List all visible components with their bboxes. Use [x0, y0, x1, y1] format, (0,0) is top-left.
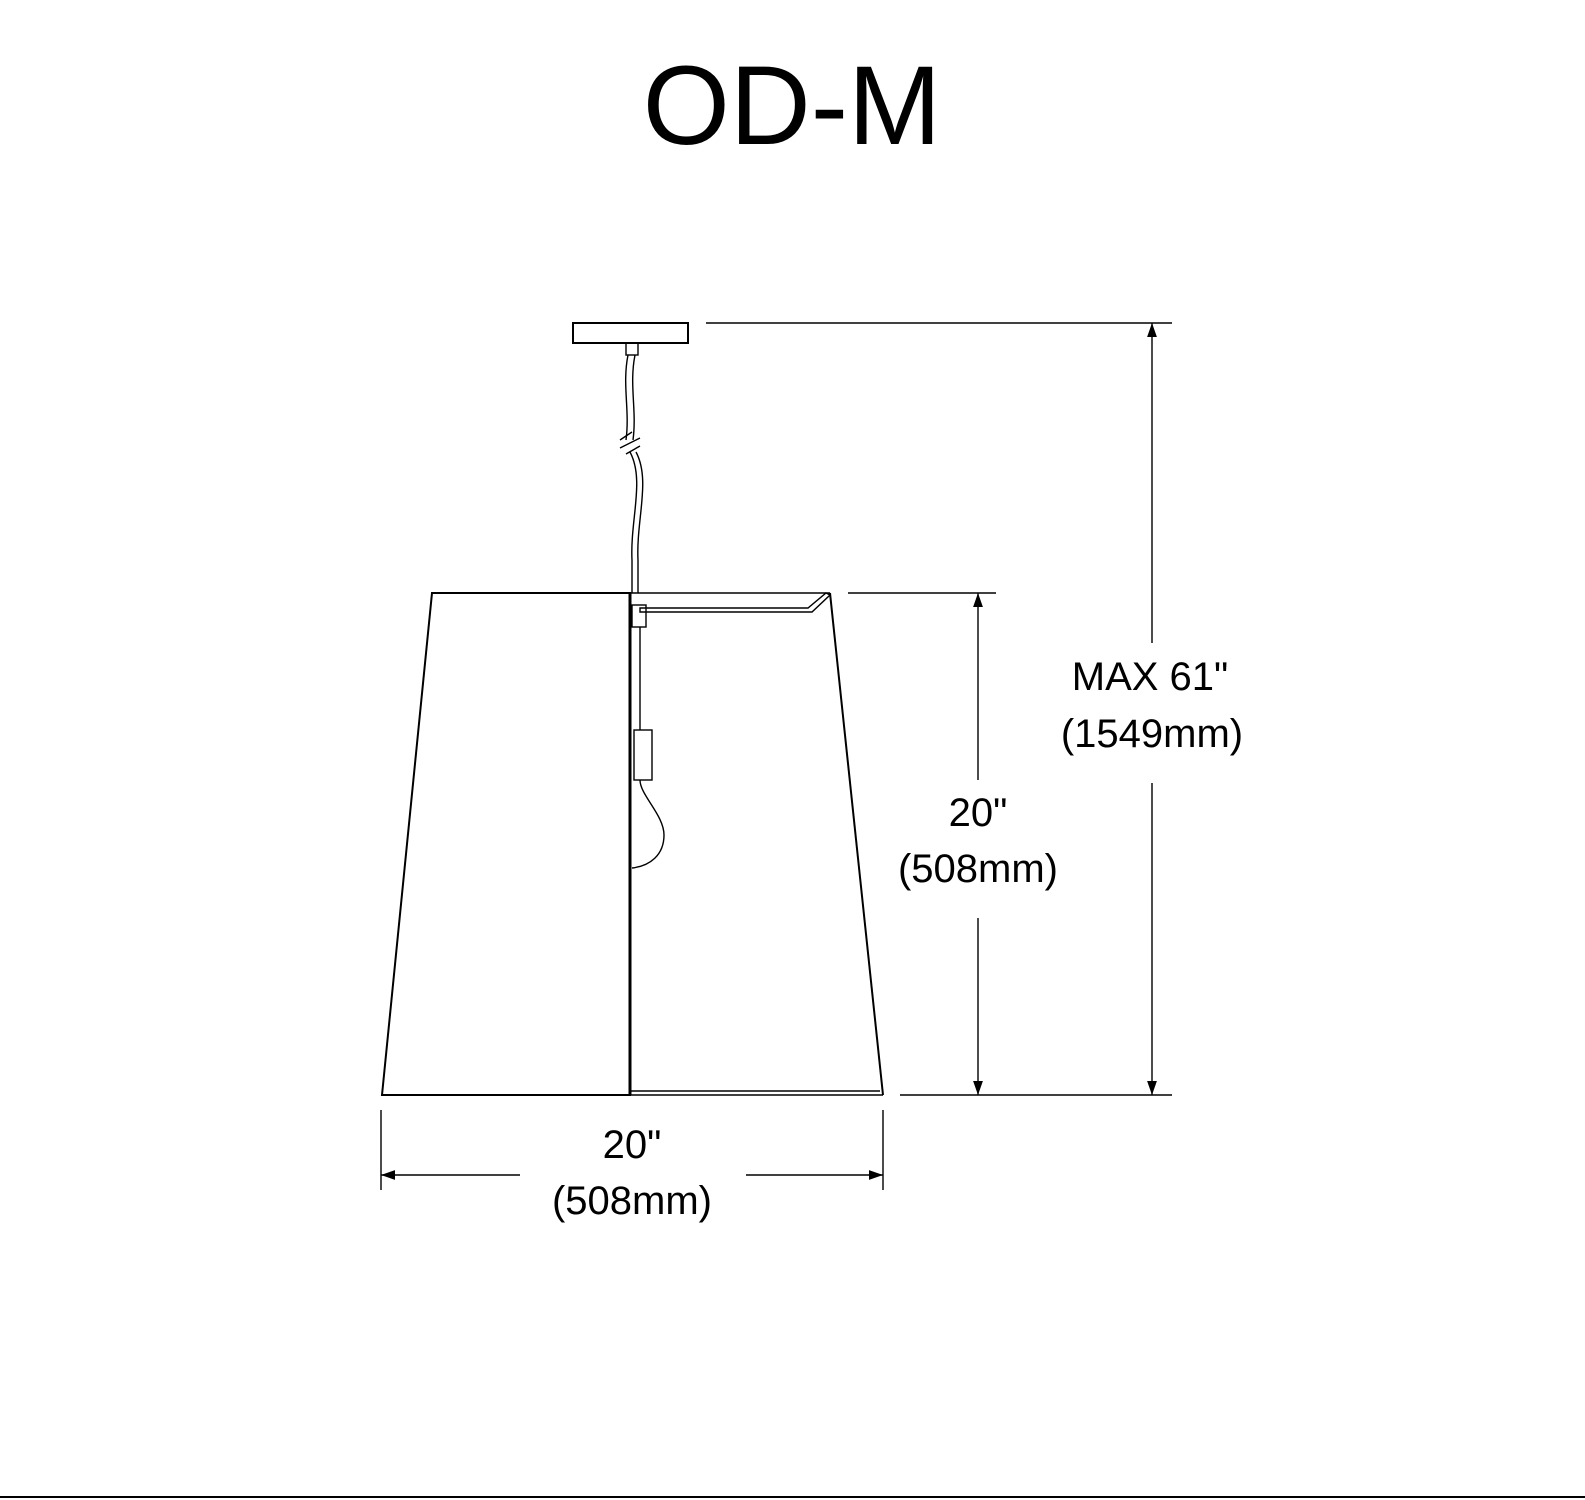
shade-outer-half	[380, 592, 631, 1096]
shade-width-metric: (508mm)	[552, 1179, 712, 1223]
canopy-stem	[625, 342, 639, 356]
cord-break-symbol	[619, 431, 641, 455]
shade-spider-arm	[639, 592, 832, 613]
suspension-cord-upper-2	[631, 354, 636, 441]
lamp-bulb	[631, 779, 665, 869]
shade-height-metric: (508mm)	[898, 847, 1058, 891]
shade-width-imperial: 20"	[603, 1123, 662, 1167]
shade-right-edge	[829, 592, 884, 1096]
fitter-block	[631, 604, 647, 628]
overall-height-metric: (1549mm)	[1061, 712, 1243, 756]
shade-height-imperial: 20"	[949, 791, 1008, 835]
lamp-socket	[633, 729, 653, 781]
suspension-cord-upper	[624, 354, 629, 441]
suspension-cord-lower	[629, 451, 638, 593]
suspension-cord-lower-2	[635, 451, 644, 593]
page-title: OD-M	[643, 43, 942, 168]
canopy	[572, 322, 689, 344]
overall-height-imperial: MAX 61"	[1072, 655, 1228, 699]
